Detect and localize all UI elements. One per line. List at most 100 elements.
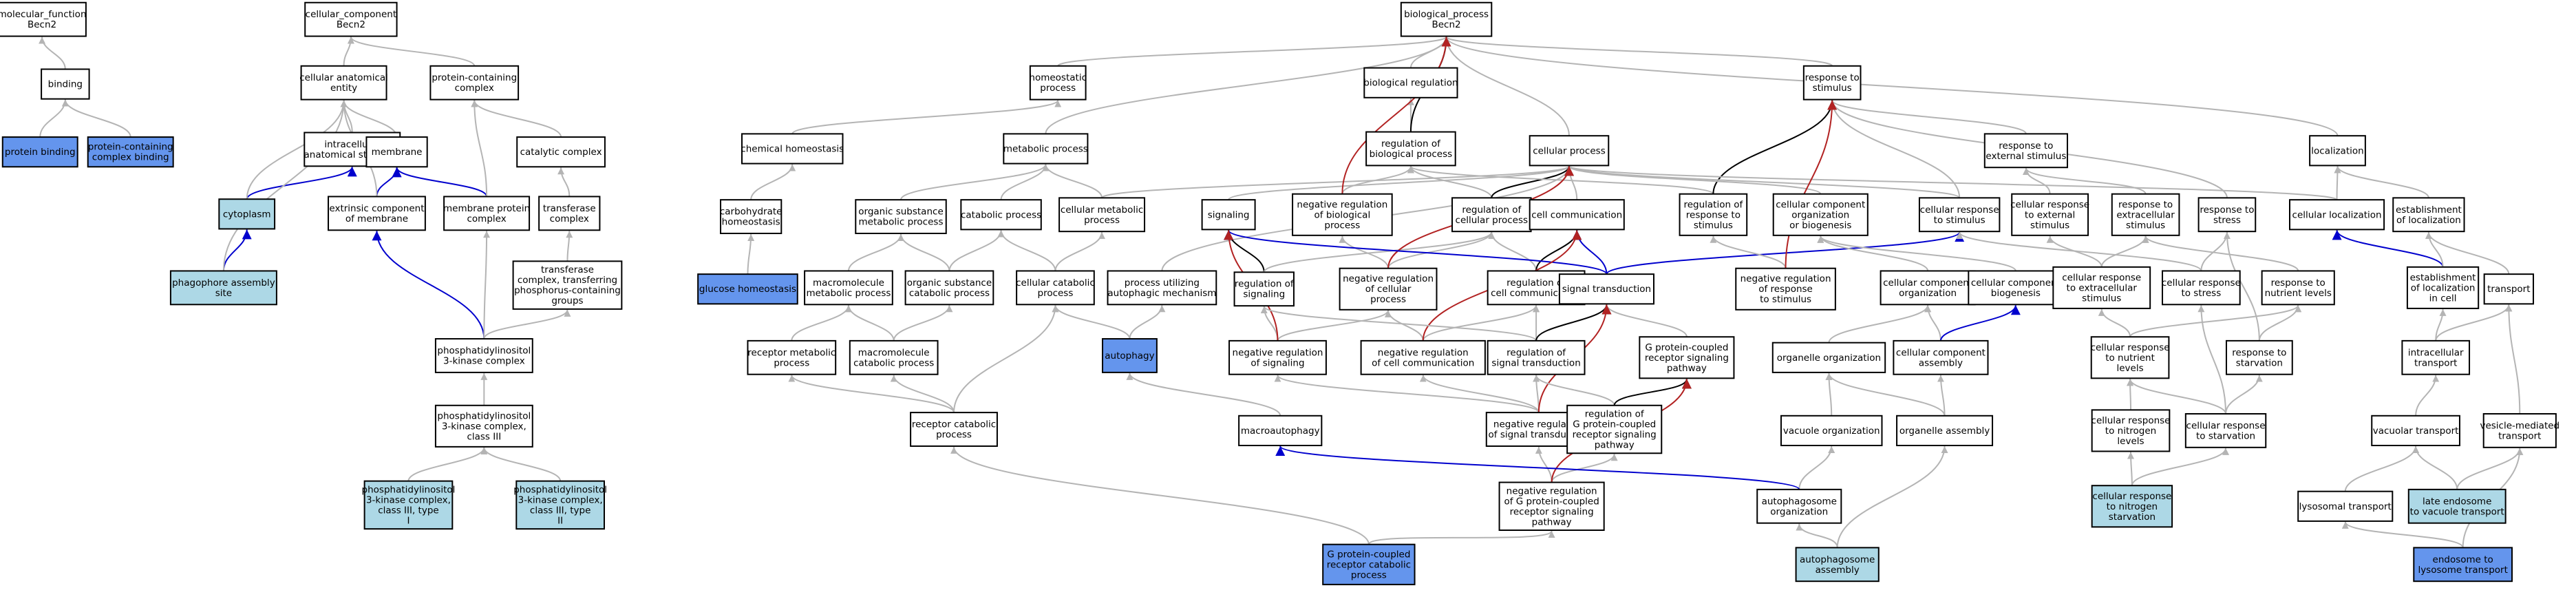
node-box bbox=[434, 404, 533, 448]
edge-gray bbox=[1101, 165, 1573, 199]
edge-gray bbox=[471, 100, 562, 138]
node-box bbox=[169, 270, 277, 306]
edge-red bbox=[1341, 36, 1451, 194]
node-label-line: regulation of bbox=[1381, 138, 1441, 149]
node-label-line: to external bbox=[2025, 209, 2075, 220]
node-label-line: cellular response bbox=[2186, 420, 2266, 431]
edge-gray bbox=[1796, 523, 1838, 548]
edge-gray bbox=[39, 99, 69, 138]
edge-gray bbox=[997, 230, 1056, 271]
node-label-line: cellular response bbox=[2162, 277, 2241, 289]
node-label-line: stimulus bbox=[1694, 220, 1733, 231]
edge-gray bbox=[39, 36, 66, 70]
node-lysosomal-tr: lysosomal transport bbox=[2297, 490, 2394, 522]
node-box bbox=[1360, 339, 1486, 375]
node-label-line: catabolic process bbox=[853, 357, 934, 368]
node-organelle-asm: organelle assembly bbox=[1896, 415, 1994, 446]
edge-gray bbox=[557, 167, 571, 197]
node-label-line: G protein-coupled bbox=[1327, 549, 1410, 560]
node-box bbox=[1, 136, 78, 168]
edge-gray bbox=[1798, 445, 1835, 490]
edge-gray bbox=[1274, 375, 1540, 413]
node-box bbox=[429, 65, 520, 101]
edge-gray bbox=[897, 233, 950, 271]
edge-gray bbox=[2425, 231, 2510, 275]
node-label-line: to vacuole transport bbox=[2410, 506, 2504, 517]
edge-gray bbox=[1042, 164, 1103, 198]
edge-gray bbox=[1367, 530, 1555, 545]
node-label-line: I bbox=[407, 515, 409, 526]
edge-gray bbox=[407, 447, 488, 481]
node-label-line: phagophore assembly bbox=[172, 277, 275, 289]
node-localization: localization bbox=[2309, 135, 2366, 167]
node-label-line: Becn2 bbox=[337, 19, 365, 30]
node-label-line: protein-containing bbox=[432, 72, 517, 83]
node-box bbox=[960, 199, 1042, 231]
edge-gray bbox=[1710, 235, 1787, 269]
node-label-line: to starvation bbox=[2196, 430, 2255, 441]
node-macroautophagy: macroautophagy bbox=[1238, 415, 1323, 446]
node-label-line: assembly bbox=[1816, 565, 1860, 576]
node-label-line: phosphorus-containing bbox=[514, 285, 621, 296]
node-label-line: 3-kinase complex, bbox=[518, 494, 603, 505]
node-box bbox=[1238, 415, 1323, 446]
node-label-line: receptor signaling bbox=[1645, 353, 1729, 364]
edge-gray bbox=[61, 99, 131, 138]
edge-gray bbox=[2415, 375, 2440, 416]
node-box bbox=[2184, 412, 2267, 448]
node-label-line: cell communication bbox=[1531, 209, 1622, 220]
node-box bbox=[1365, 131, 1456, 167]
node-vacuolar-tr: vacuolar transport bbox=[2371, 415, 2460, 446]
edge-gray bbox=[1817, 235, 1929, 271]
node-box bbox=[1780, 415, 1883, 446]
edge-gray bbox=[2142, 235, 2299, 271]
edge-gray bbox=[788, 375, 955, 413]
edge-gray bbox=[2127, 452, 2135, 486]
node-label-line: class III, type bbox=[378, 505, 439, 516]
edge-gray bbox=[1533, 375, 1615, 406]
node-box bbox=[1101, 338, 1158, 373]
node-sig-trans: signal transduction bbox=[1558, 273, 1654, 305]
node-label-line: macroautophagy bbox=[1241, 426, 1320, 437]
edge-gray bbox=[222, 100, 348, 271]
edge-gray bbox=[1817, 235, 2016, 271]
node-label-line: transferase bbox=[541, 264, 594, 275]
node-label-line: 3-kinase complex bbox=[443, 355, 525, 366]
node-label-line: of cell communication bbox=[1372, 357, 1474, 368]
node-box bbox=[1233, 271, 1295, 307]
node-box bbox=[2413, 547, 2513, 583]
node-membrane: membrane bbox=[365, 136, 428, 168]
node-label-line: to nutrient bbox=[2105, 353, 2155, 364]
edge-gray bbox=[2197, 305, 2227, 414]
edge-gray bbox=[1551, 453, 1618, 483]
edge-gray bbox=[1829, 100, 2027, 134]
node-box bbox=[1107, 270, 1217, 306]
node-label-line: to stress bbox=[2181, 288, 2221, 299]
node-label-line: negative regulation bbox=[1378, 347, 1469, 358]
node-label-line: 3-kinase complex, bbox=[366, 494, 451, 505]
node-label-line: establishment bbox=[2396, 205, 2462, 216]
node-label-line: cellular anatomical bbox=[299, 72, 388, 83]
node-label-line: stress bbox=[2213, 215, 2241, 226]
node-box bbox=[1292, 193, 1393, 236]
node-label-line: negative regulation bbox=[1493, 419, 1584, 430]
edge-gray bbox=[1339, 235, 1390, 269]
node-label-line: cellular process bbox=[1456, 215, 1529, 226]
